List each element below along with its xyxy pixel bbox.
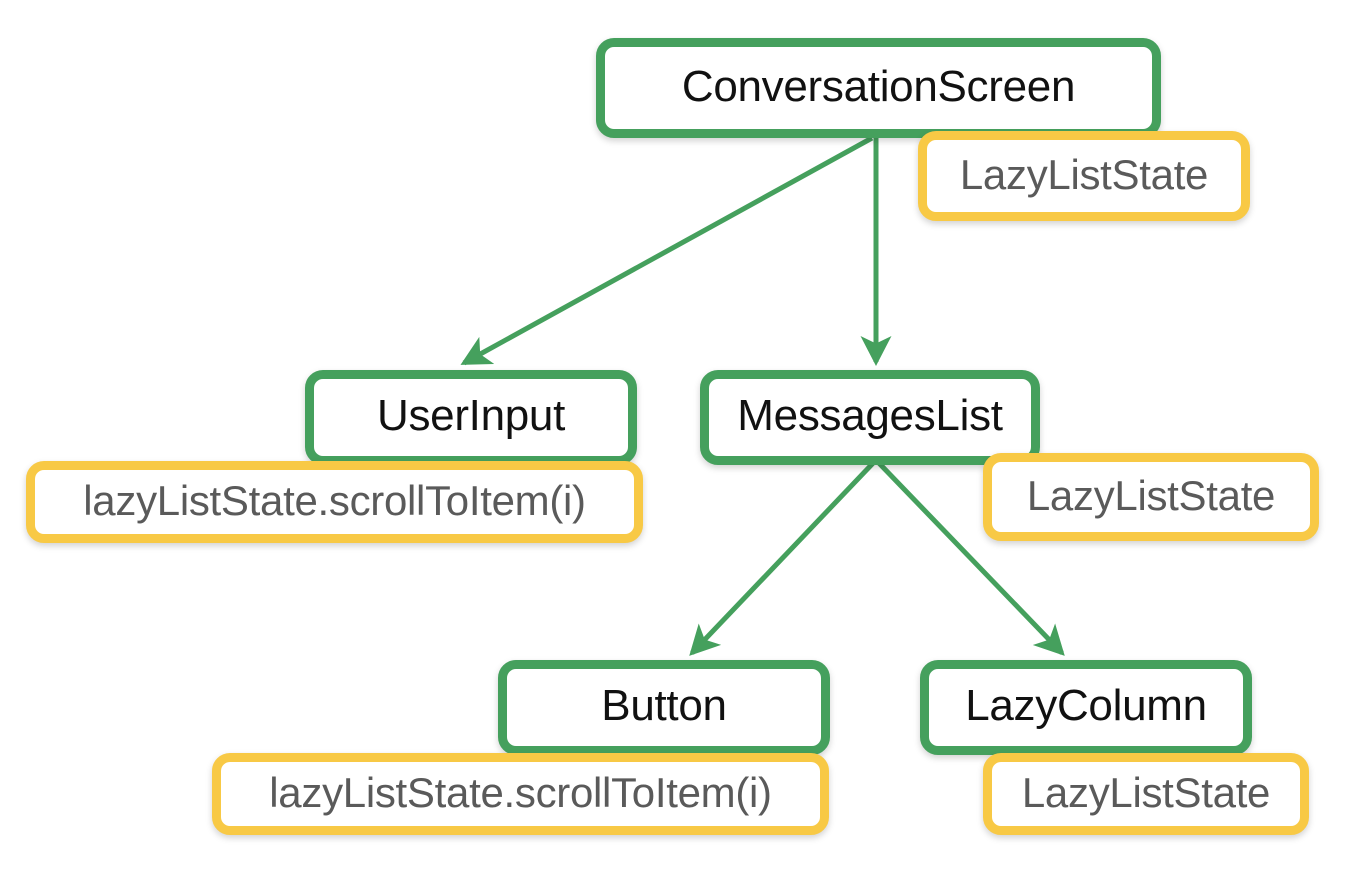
node-lazy-column-state[interactable]: LazyListState [983, 753, 1309, 835]
node-label-button: Button [601, 681, 727, 730]
edge-conversation-screen-to-user-input [460, 135, 874, 366]
node-button-state[interactable]: lazyListState.scrollToItem(i) [212, 753, 829, 835]
node-conversation-screen[interactable]: ConversationScreen [596, 38, 1161, 138]
node-button[interactable]: Button [498, 660, 830, 755]
node-label-messages-list-state: LazyListState [1026, 471, 1276, 519]
node-label-conversation-screen: ConversationScreen [681, 61, 1076, 111]
node-user-input-state[interactable]: lazyListState.scrollToItem(i) [26, 461, 643, 543]
node-messages-list[interactable]: MessagesList [700, 370, 1040, 465]
edge-messages-list-to-button [689, 458, 878, 656]
node-label-button-state: lazyListState.scrollToItem(i) [269, 768, 772, 816]
node-label-messages-list: MessagesList [737, 391, 1003, 440]
node-label-user-input: UserInput [376, 391, 566, 440]
node-lazy-column[interactable]: LazyColumn [920, 660, 1252, 755]
node-label-lazy-column: LazyColumn [965, 681, 1207, 730]
node-messages-list-state[interactable]: LazyListState [983, 453, 1319, 541]
node-conversation-screen-state[interactable]: LazyListState [918, 131, 1250, 221]
node-label-conversation-screen-state: LazyListState [959, 150, 1209, 198]
node-user-input[interactable]: UserInput [305, 370, 637, 465]
node-label-user-input-state: lazyListState.scrollToItem(i) [83, 476, 586, 524]
node-label-lazy-column-state: LazyListState [1021, 768, 1271, 816]
